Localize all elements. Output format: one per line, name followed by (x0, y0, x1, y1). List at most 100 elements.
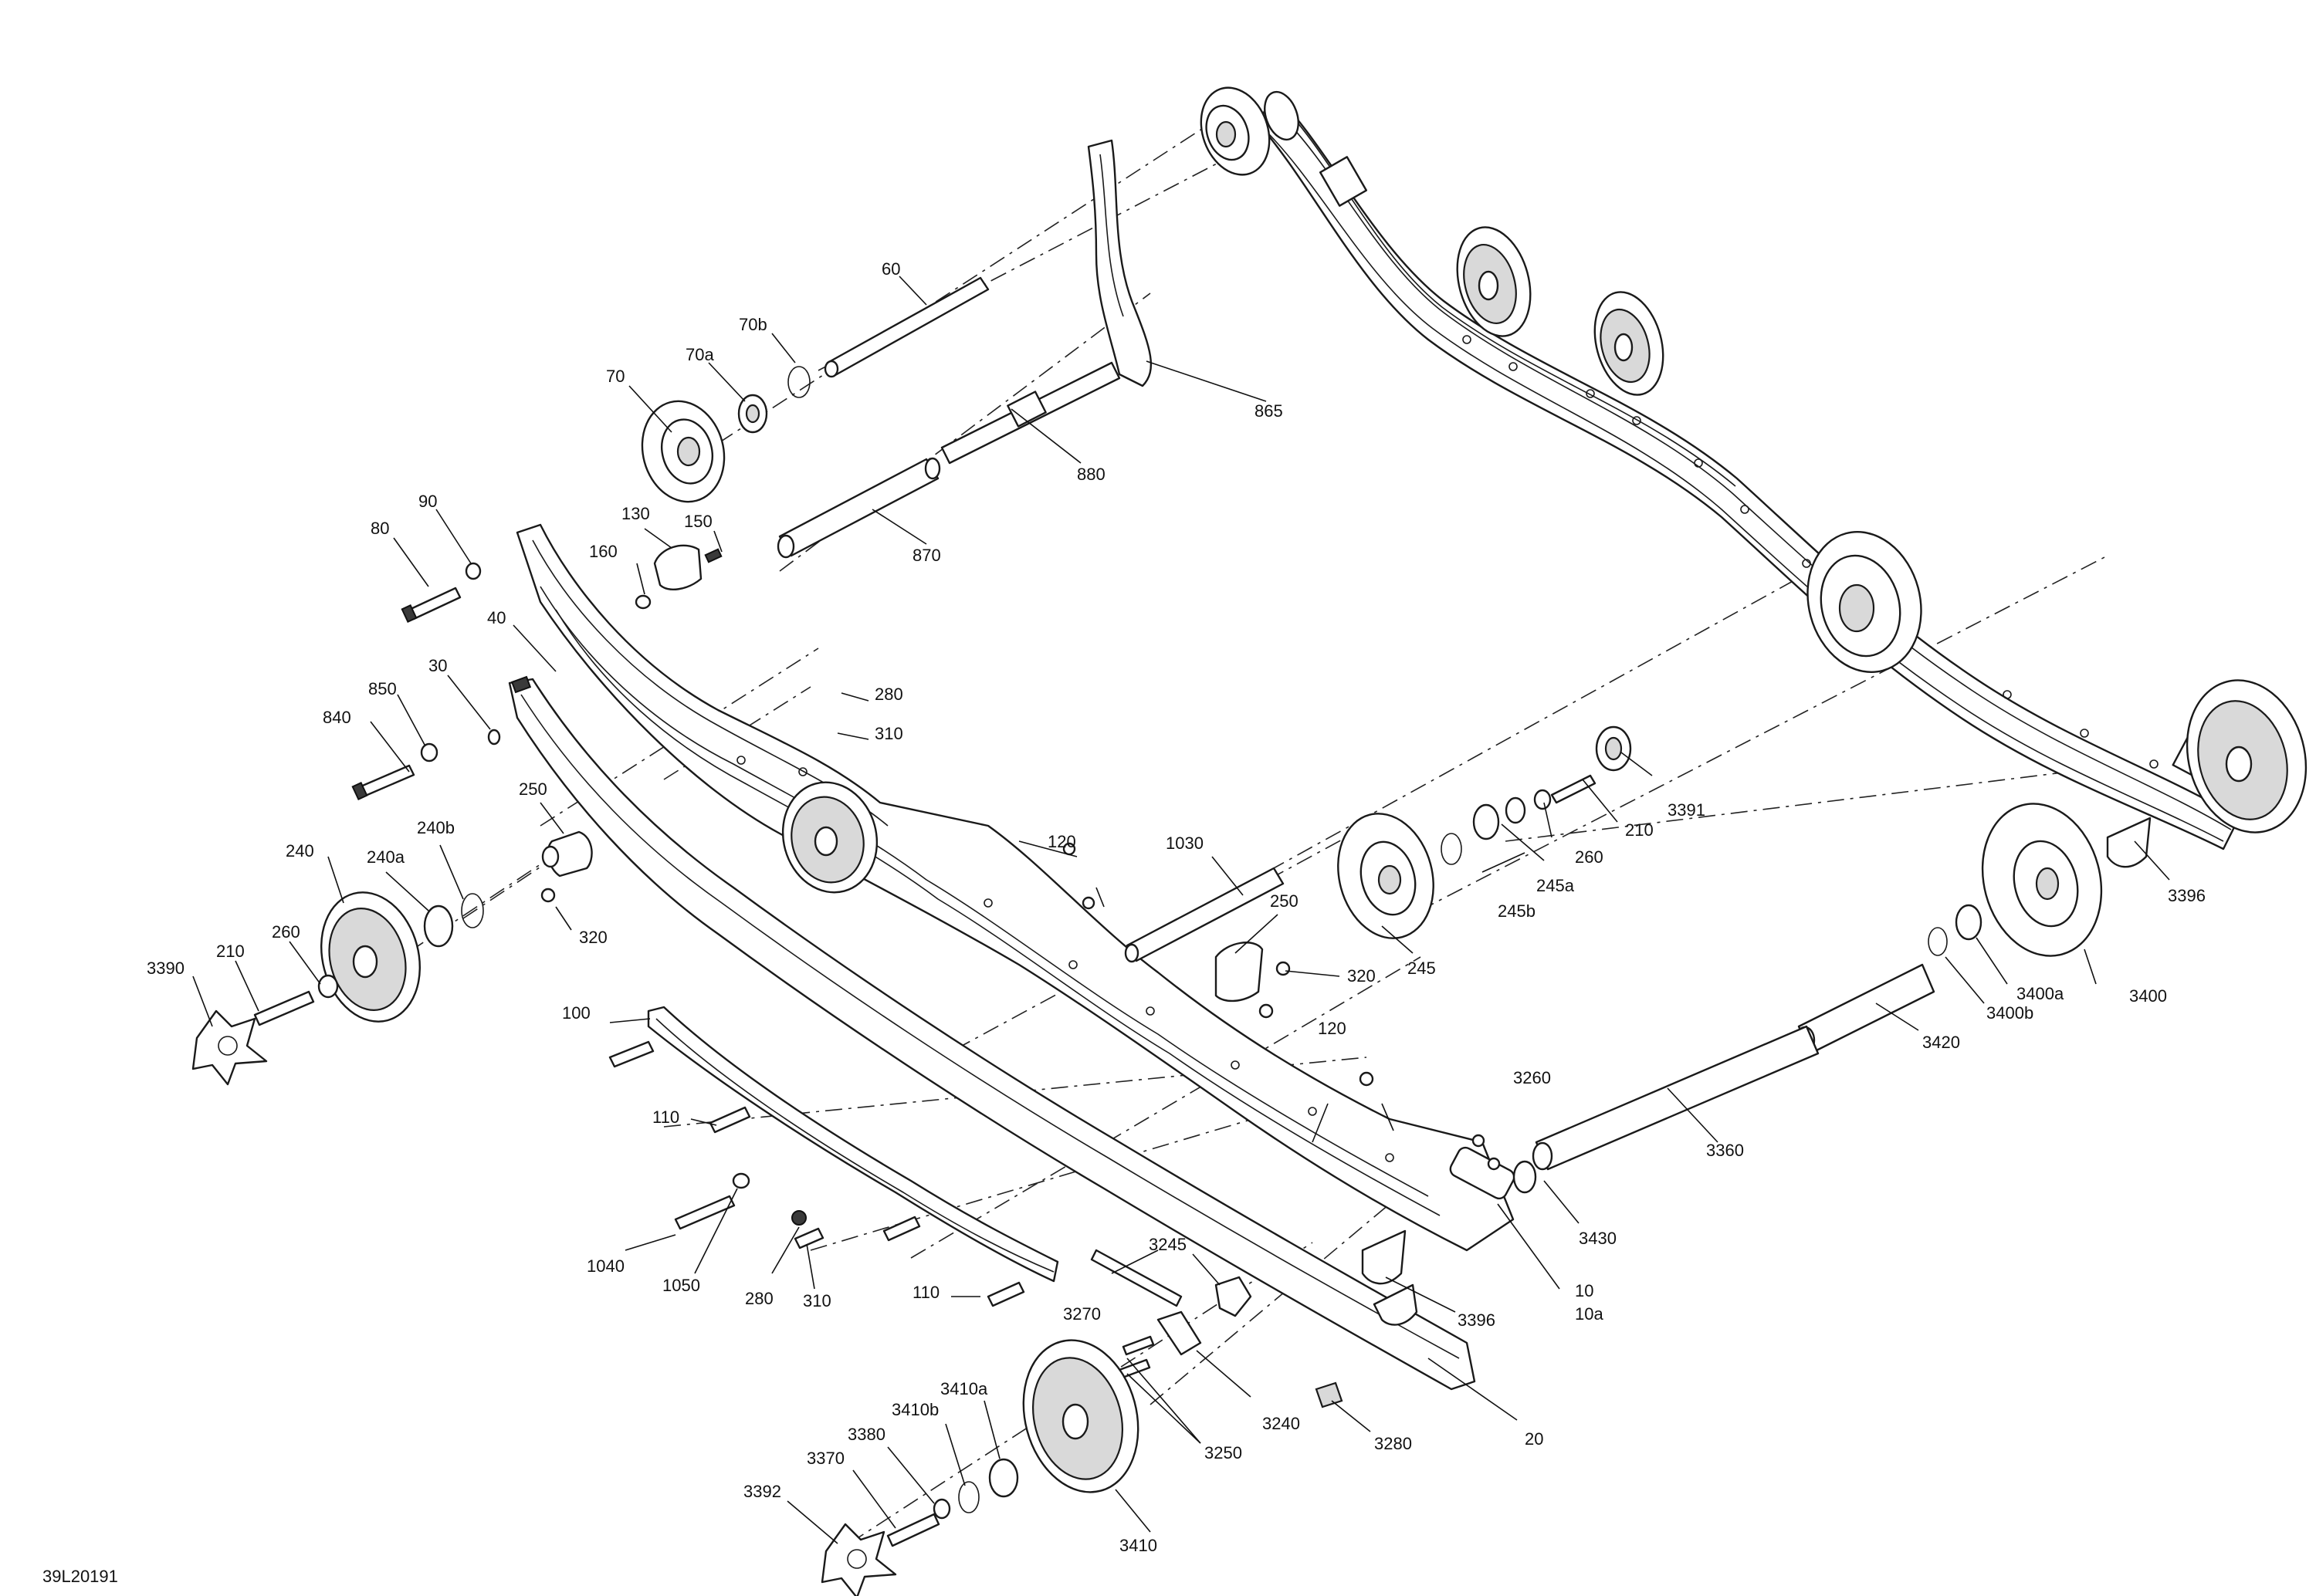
callout-3410b: 3410b (892, 1400, 939, 1419)
callout-3390: 3390 (147, 959, 185, 978)
callout-310-lower: 310 (803, 1291, 831, 1310)
callout-150: 150 (684, 512, 713, 531)
callout-210-left: 210 (216, 942, 245, 961)
callout-3392: 3392 (743, 1482, 781, 1501)
callout-3260: 3260 (1513, 1068, 1551, 1087)
shaft-1030 (1124, 867, 1285, 963)
callout-870: 870 (913, 546, 941, 565)
callout-245: 245 (1407, 959, 1436, 978)
callout-850: 850 (368, 679, 397, 698)
callout-260-center: 260 (1575, 847, 1603, 867)
callout-20: 20 (1525, 1429, 1543, 1449)
callout-70b: 70b (739, 315, 767, 334)
callout-240: 240 (286, 841, 314, 861)
bolts-lower-left (608, 842, 1501, 1307)
callout-labels: 60 70b 70a 70 865 880 870 90 80 130 150 … (147, 259, 2206, 1555)
callout-3360: 3360 (1706, 1141, 1744, 1160)
callout-40: 40 (487, 608, 506, 627)
callout-110-lower: 110 (913, 1283, 940, 1302)
block-250-center (1214, 942, 1291, 1003)
callout-10a: 10a (1575, 1304, 1603, 1324)
callout-3400: 3400 (2129, 986, 2167, 1006)
callout-240b: 240b (417, 818, 455, 837)
right-rail-assembly (1257, 91, 2240, 850)
block-250-upper (540, 830, 593, 903)
callout-245b: 245b (1498, 901, 1536, 921)
callout-320-upper: 320 (579, 928, 608, 947)
shaft-870 (777, 457, 941, 559)
callout-3420: 3420 (1922, 1033, 1960, 1052)
callout-3245: 3245 (1149, 1235, 1187, 1254)
lower-center-cluster (1090, 1249, 1418, 1408)
leader-lines (192, 276, 2170, 1544)
callout-70a: 70a (686, 345, 714, 364)
callout-3430: 3430 (1579, 1229, 1617, 1248)
callout-880: 880 (1077, 465, 1106, 484)
callout-3380: 3380 (848, 1425, 885, 1444)
shaft-3420 (1794, 963, 1935, 1055)
shaft-3360 (1512, 1025, 1820, 1194)
reference-code: 39L20191 (42, 1567, 118, 1586)
callout-3240: 3240 (1262, 1414, 1300, 1433)
callout-3410a: 3410a (940, 1379, 988, 1398)
left-rail-holes (736, 756, 1394, 1162)
callout-3400b: 3400b (1986, 1003, 2033, 1023)
slider-100 (647, 1006, 1059, 1283)
callout-245a: 245a (1536, 876, 1575, 895)
callout-130: 130 (621, 504, 650, 523)
callout-3280: 3280 (1374, 1434, 1412, 1453)
wheel-3410 (821, 1339, 1139, 1596)
callout-280-upper: 280 (875, 685, 903, 704)
left-rail-wheel (781, 781, 879, 894)
right-rail-mid-wheels (1456, 226, 1664, 396)
callout-3370: 3370 (807, 1449, 845, 1468)
callout-3400a: 3400a (2016, 984, 2064, 1003)
callout-120-lower: 120 (1318, 1019, 1346, 1038)
callout-30: 30 (428, 656, 447, 675)
callout-110-upper: 110 (652, 1107, 679, 1127)
rail-holes (1462, 335, 2159, 769)
wheel-245 (1337, 725, 1632, 939)
fasteners-upper-left (351, 544, 723, 801)
callout-260-left: 260 (272, 922, 300, 942)
callout-865: 865 (1254, 401, 1283, 421)
shaft-60 (824, 276, 990, 378)
callout-1030: 1030 (1166, 834, 1204, 853)
callout-320-center: 320 (1347, 966, 1376, 986)
callout-840: 840 (323, 708, 351, 727)
wheel-240 (191, 891, 484, 1086)
block-3396-rear (2106, 817, 2152, 868)
callout-240a: 240a (367, 847, 405, 867)
right-rail-rear-wheel (2186, 679, 2308, 834)
callout-310-upper: 310 (875, 724, 903, 743)
callout-1050: 1050 (662, 1276, 700, 1295)
callout-60: 60 (882, 259, 900, 279)
callout-3396-rear: 3396 (2168, 886, 2206, 905)
callout-3396-lower: 3396 (1458, 1310, 1495, 1330)
callout-210-center: 210 (1625, 820, 1654, 840)
callout-250-upper: 250 (519, 779, 547, 799)
callout-3270: 3270 (1063, 1304, 1101, 1324)
callout-70: 70 (606, 367, 625, 386)
callout-80: 80 (371, 519, 389, 538)
arm-865 (1087, 139, 1153, 387)
callout-3250: 3250 (1204, 1443, 1242, 1462)
callout-250-center: 250 (1270, 891, 1299, 911)
callout-100: 100 (562, 1003, 591, 1023)
callout-3410: 3410 (1119, 1536, 1157, 1555)
callout-280-lower: 280 (745, 1289, 774, 1308)
block-3396-lower (1361, 1229, 1407, 1285)
right-rail-large-wheel (1806, 531, 1922, 673)
wheel-70 (641, 366, 811, 503)
shaft-880 (940, 361, 1121, 465)
callout-160: 160 (589, 542, 618, 561)
callout-90: 90 (418, 492, 437, 511)
top-idler-wheel (1200, 86, 1299, 176)
slider-20 (508, 675, 1476, 1391)
callout-1040: 1040 (587, 1256, 625, 1276)
callout-120-upper: 120 (1048, 832, 1076, 851)
callout-3391: 3391 (1668, 800, 1705, 820)
wheel-3400 (1928, 803, 2103, 957)
callout-10: 10 (1575, 1281, 1593, 1300)
